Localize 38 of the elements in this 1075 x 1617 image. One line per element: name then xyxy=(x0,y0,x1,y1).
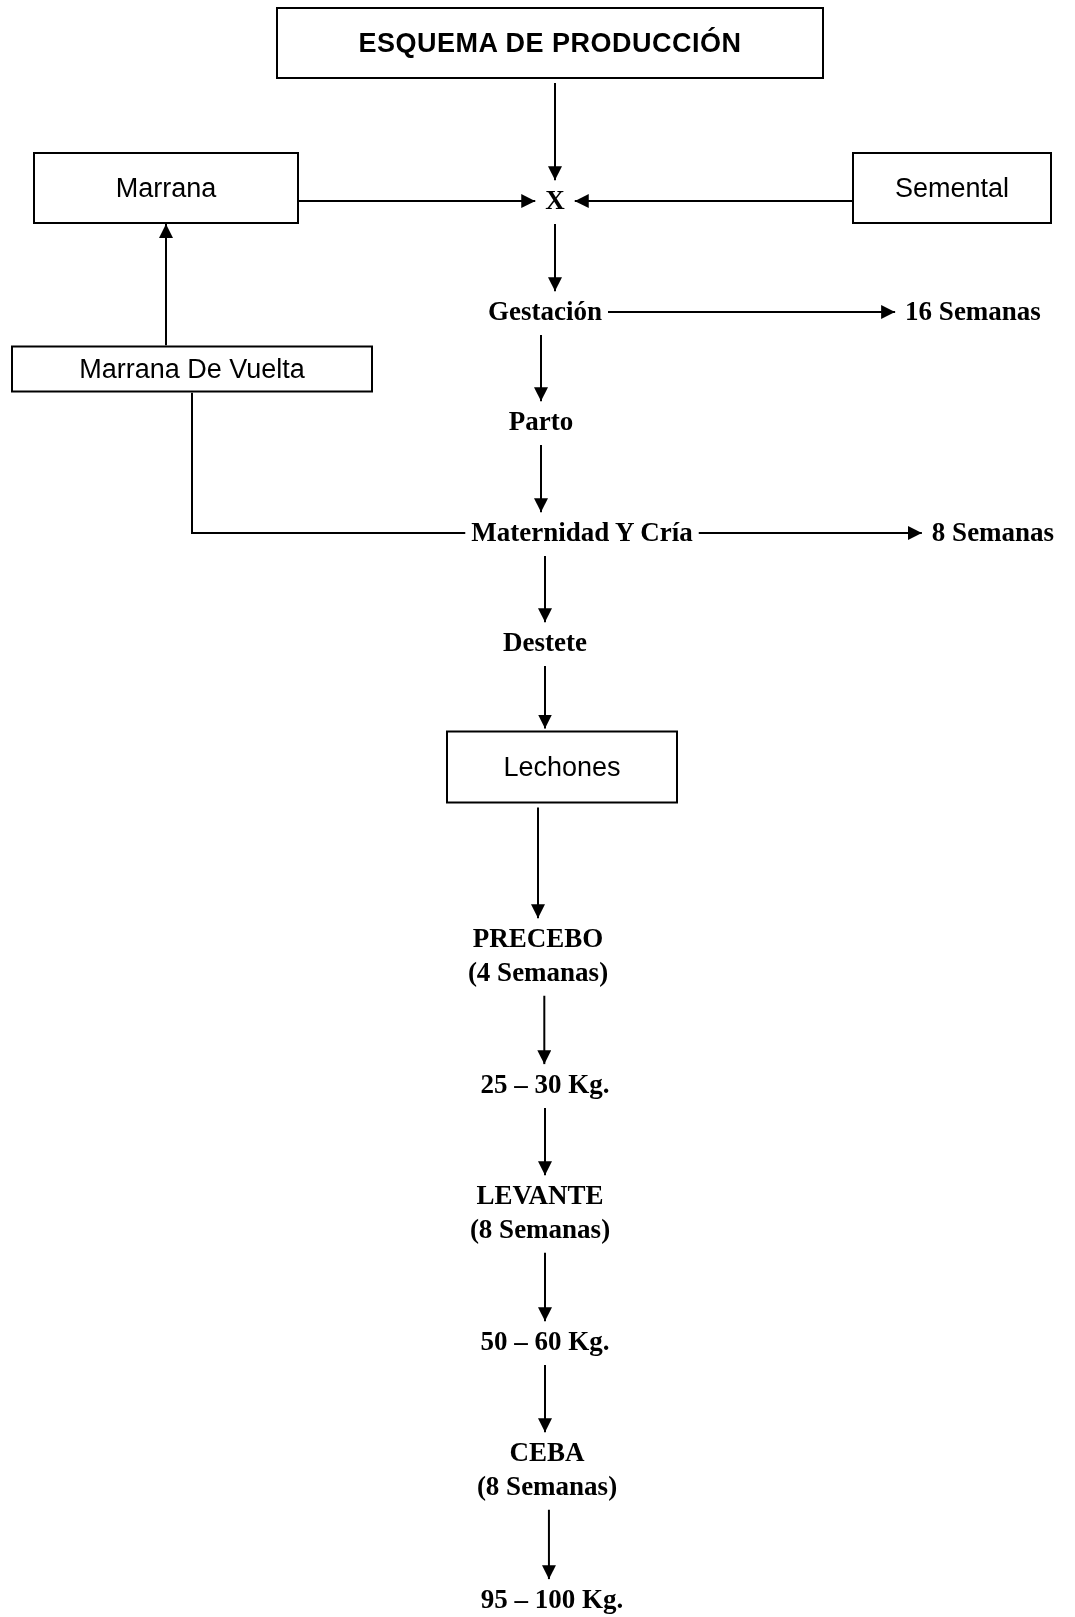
step-label: X xyxy=(539,182,571,220)
process-box: Marrana xyxy=(33,152,299,224)
step-text: PRECEBO xyxy=(471,922,605,956)
arrow xyxy=(531,806,545,920)
arrow xyxy=(298,194,537,208)
step-label: Parto xyxy=(502,403,580,441)
step-label: Destete xyxy=(497,624,593,662)
arrow xyxy=(534,333,548,403)
step-text: (8 Semanas) xyxy=(476,1470,618,1503)
arrow xyxy=(697,526,923,540)
step-label: 50 – 60 Kg. xyxy=(474,1323,616,1361)
title-box: ESQUEMA DE PRODUCCIÓN xyxy=(276,7,824,79)
arrow xyxy=(538,1251,552,1323)
step-label: Maternidad Y Cría xyxy=(465,514,699,552)
step-text: (8 Semanas) xyxy=(469,1213,611,1246)
arrow xyxy=(607,305,897,319)
arrow xyxy=(538,1106,552,1177)
arrow xyxy=(159,223,173,347)
arrow xyxy=(538,664,552,730)
process-box: Semental xyxy=(852,152,1052,224)
arrow xyxy=(548,82,562,182)
step-label: 8 Semanas xyxy=(925,514,1061,552)
process-box: Marrana De Vuelta xyxy=(11,345,373,393)
step-label: 95 – 100 Kg. xyxy=(474,1581,630,1617)
arrow xyxy=(573,194,853,208)
arrow xyxy=(541,1508,556,1581)
step-text: (4 Semanas) xyxy=(467,956,609,989)
step-label: Gestación xyxy=(482,293,608,331)
step-label: 25 – 30 Kg. xyxy=(474,1066,616,1104)
step-text: LEVANTE xyxy=(475,1179,605,1213)
arrow xyxy=(538,1363,552,1434)
arrow xyxy=(534,443,548,514)
step-label: 16 Semanas xyxy=(899,293,1047,331)
arrow xyxy=(538,554,552,624)
process-box: Lechones xyxy=(446,730,678,804)
arrow xyxy=(548,222,562,293)
arrow xyxy=(537,994,552,1066)
step-text: CEBA xyxy=(508,1436,586,1470)
